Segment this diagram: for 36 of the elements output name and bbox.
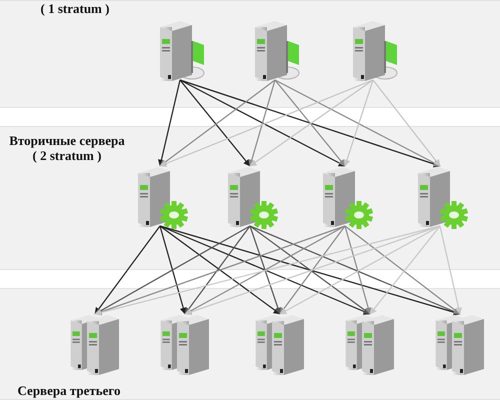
arrow	[250, 225, 461, 315]
tier-label: Сервера третьего	[16, 383, 122, 398]
arrow	[158, 80, 181, 167]
arrow	[159, 80, 276, 166]
arrow	[274, 80, 346, 167]
arrow	[280, 226, 346, 315]
arrow	[160, 226, 281, 314]
arrow	[184, 225, 440, 316]
arrow	[274, 79, 441, 167]
tier-band	[0, 288, 500, 400]
arrow	[184, 226, 250, 315]
arrow	[439, 226, 462, 315]
arrow	[344, 226, 372, 315]
tier-label: Вторичные сервера ( 2 stratum )	[8, 133, 126, 163]
arrow	[159, 79, 374, 167]
arrow	[344, 226, 461, 314]
arrow	[249, 80, 374, 166]
tier-label: ( 1 stratum )	[40, 1, 110, 16]
arrow	[250, 226, 371, 314]
arrow	[160, 225, 371, 315]
arrow	[159, 226, 187, 315]
arrow	[180, 79, 346, 167]
arrow	[94, 225, 440, 316]
tier-band	[0, 126, 500, 270]
arrow	[344, 80, 374, 167]
arrow	[94, 225, 346, 316]
arrow	[94, 225, 250, 315]
arrow	[372, 80, 440, 167]
arrow	[370, 226, 440, 315]
arrow	[279, 225, 440, 315]
arrow	[248, 80, 276, 167]
tier-band	[0, 0, 500, 108]
arrow	[94, 226, 160, 315]
arrow	[249, 226, 282, 315]
arrow	[180, 80, 250, 167]
arrow	[184, 225, 346, 315]
